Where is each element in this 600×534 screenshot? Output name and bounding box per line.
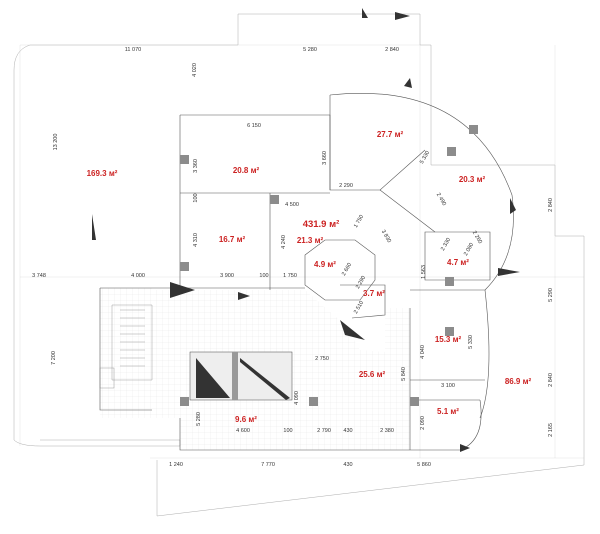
- dimension-label: 2 510: [353, 300, 365, 315]
- column: [447, 147, 456, 156]
- dimension-label: 2 490: [435, 192, 447, 207]
- area-label: 16.7 м²: [219, 235, 246, 244]
- dimension-label: 6 150: [247, 123, 261, 129]
- dimension-label: 4 500: [285, 202, 299, 208]
- area-label: 4.9 м²: [314, 260, 336, 269]
- total-area-label: 431.9 м²: [303, 219, 340, 230]
- dimension-label: 1 563: [421, 265, 427, 279]
- area-label: 9.6 м²: [235, 415, 257, 424]
- dimension-label: 4 040: [420, 345, 426, 359]
- column: [270, 195, 279, 204]
- dimension-label: 430: [343, 428, 352, 434]
- dimension-label: 1 750: [283, 273, 297, 279]
- dimension-label: 2 380: [380, 428, 394, 434]
- dimension-label: 2 660: [341, 262, 353, 277]
- dimension-label: 4 090: [294, 391, 300, 405]
- dimension-label: 3 900: [220, 273, 234, 279]
- area-label: 5.1 м²: [437, 407, 459, 416]
- dimension-label: 4 240: [281, 235, 287, 249]
- dimension-label: 5 840: [401, 367, 407, 381]
- area-labels: 169.3 м² 20.8 м² 27.7 м² 20.3 м² 16.7 м²…: [87, 130, 532, 424]
- area-label: 15.3 м²: [435, 335, 462, 344]
- dimension-label: 2 330: [440, 237, 452, 252]
- dimension-label: 5 280: [196, 412, 202, 426]
- dimension-label: 2 840: [385, 47, 399, 53]
- dimension-label: 5 280: [303, 47, 317, 53]
- dimension-label: 2 750: [315, 356, 329, 362]
- dimension-label: 5 290: [548, 288, 554, 302]
- dimension-label: 5 330: [468, 335, 474, 349]
- dimension-label: 5 860: [417, 462, 431, 468]
- dimension-label: 2 080: [463, 242, 475, 257]
- area-label: 86.9 м²: [505, 377, 532, 386]
- column: [410, 397, 419, 406]
- area-label: 4.7 м²: [447, 258, 469, 267]
- area-label: 21.3 м²: [297, 236, 324, 245]
- columns: [180, 125, 478, 406]
- column: [180, 155, 189, 164]
- dimension-label: 3 660: [322, 151, 328, 165]
- dimension-label: 3 100: [441, 383, 455, 389]
- dimension-label: 1 750: [353, 214, 365, 229]
- dimension-label: 100: [193, 193, 199, 202]
- dimension-label: 2 290: [339, 183, 353, 189]
- dimension-label: 7 770: [261, 462, 275, 468]
- dimension-label: 2 165: [548, 423, 554, 437]
- dimension-label: 7 200: [51, 351, 57, 365]
- dimension-label: 3 360: [193, 159, 199, 173]
- wall-markers: [92, 8, 520, 452]
- dimension-label: 4 000: [131, 273, 145, 279]
- column: [445, 327, 454, 336]
- dimension-label: 100: [259, 273, 268, 279]
- dimension-label: 13 200: [53, 134, 59, 151]
- column: [469, 125, 478, 134]
- dimension-label: 4 310: [193, 233, 199, 247]
- shafts: [189, 351, 293, 401]
- dimension-label: 2 840: [548, 198, 554, 212]
- area-label: 20.8 м²: [233, 166, 260, 175]
- dimension-label: 4 600: [236, 428, 250, 434]
- area-label: 20.3 м²: [459, 175, 486, 184]
- dimension-label: 4 020: [192, 63, 198, 77]
- dimension-label: 5 330: [419, 150, 431, 165]
- column: [180, 262, 189, 271]
- dimension-label: 430: [343, 462, 352, 468]
- area-label: 27.7 м²: [377, 130, 404, 139]
- column: [445, 277, 454, 286]
- dimension-label: 1 240: [169, 462, 183, 468]
- dimension-label: 2 790: [317, 428, 331, 434]
- column: [180, 397, 189, 406]
- dimension-label: 100: [283, 428, 292, 434]
- dimension-lines: [19, 44, 584, 459]
- area-label: 169.3 м²: [87, 169, 118, 178]
- area-label: 25.6 м²: [359, 370, 386, 379]
- stairs: [99, 304, 153, 389]
- area-label: 3.7 м²: [363, 289, 385, 298]
- dimension-label: 11 070: [125, 47, 141, 53]
- dimension-label: 2 290: [355, 275, 367, 290]
- column: [309, 397, 318, 406]
- building-walls: [99, 92, 514, 451]
- dimension-label: 3 748: [32, 273, 46, 279]
- dimension-label: 2 840: [548, 373, 554, 387]
- dimension-label: 2 090: [420, 416, 426, 430]
- dimension-label: 3 830: [380, 229, 392, 244]
